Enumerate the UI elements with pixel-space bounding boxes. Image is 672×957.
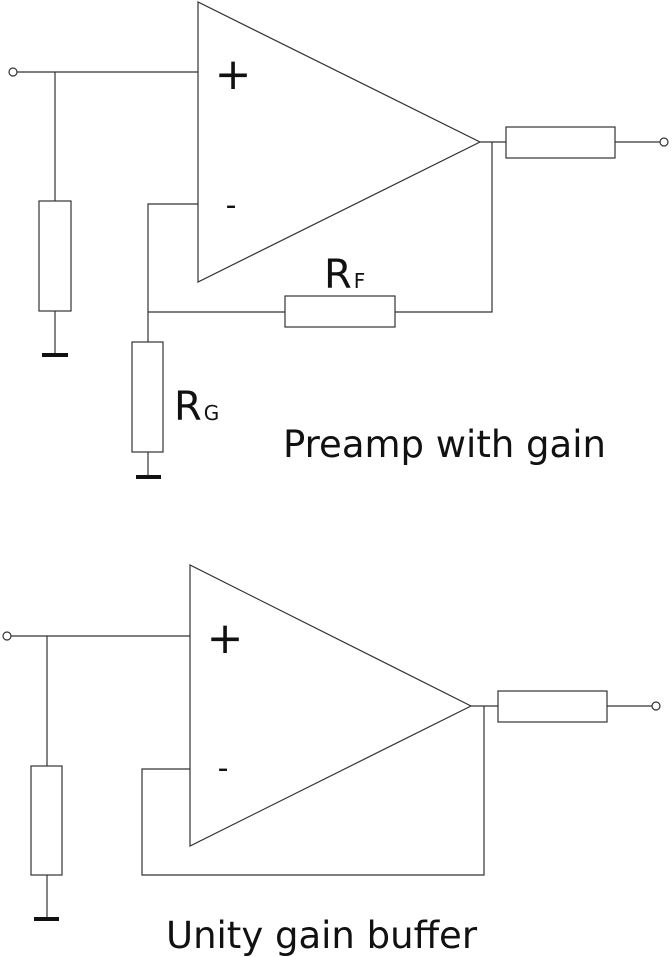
buffer-feedback-wire (141, 706, 485, 876)
buffer-caption: Unity gain buffer (166, 914, 478, 957)
buffer-output-terminal (651, 701, 661, 711)
preamp-rf-resistor (284, 295, 396, 328)
buffer-output-resistor (497, 690, 608, 723)
preamp-rf-label-sub: F (354, 269, 366, 293)
preamp-output-terminal (659, 137, 669, 147)
preamp-output-resistor (505, 126, 616, 159)
buffer-input-resistor (30, 765, 63, 876)
preamp-rg-resistor (131, 341, 164, 453)
preamp-input-resistor (38, 200, 72, 312)
preamp-caption: Preamp with gain (283, 423, 606, 466)
preamp-rg-label-main: R (174, 384, 202, 430)
buffer-opamp-triangle (189, 564, 473, 847)
preamp-input-terminal (8, 67, 18, 77)
preamp-noninverting-sign: + (215, 49, 252, 100)
preamp-rf-label-main: R (324, 252, 352, 298)
preamp-feedback-wire (395, 142, 493, 313)
preamp-opamp-triangle (197, 1, 482, 283)
preamp-inverting-sign: - (226, 188, 237, 223)
buffer-input-terminal (2, 631, 12, 641)
preamp-rg-label-sub: G (204, 401, 220, 425)
buffer-inverting-sign: - (218, 751, 229, 786)
buffer-noninverting-sign: + (207, 613, 244, 664)
preamp-inverting-input-wire (147, 203, 198, 342)
buffer-circuit: + - Unity gain buffer (2, 564, 661, 957)
